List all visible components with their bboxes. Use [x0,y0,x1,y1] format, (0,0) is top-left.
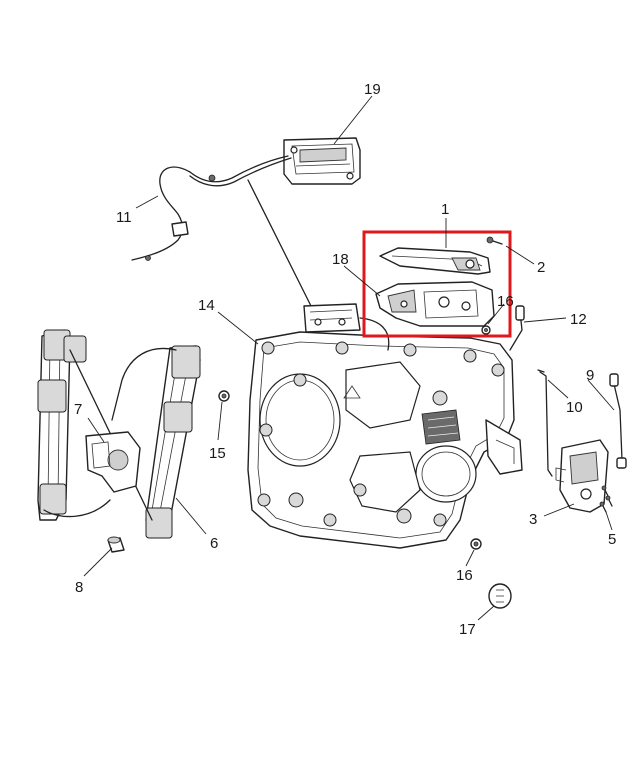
door-latch-part [555,439,609,513]
exterior-handle-bracket-part [375,281,495,327]
callout-7: 7 [74,401,82,418]
lock-rod-part [537,369,553,477]
push-pin-lower-part [470,538,482,550]
push-pin-part [218,390,230,402]
callout-16-lower: 16 [456,567,473,584]
lock-cable-part [609,373,627,469]
callout-18: 17 [459,621,476,638]
callout-5: 5 [608,531,616,548]
callout-12: 12 [570,311,587,328]
callout-15: 15 [209,445,226,462]
callout-10: 10 [566,399,583,416]
release-cable-part [131,155,292,261]
highlight-box [362,230,512,338]
callout-8: 8 [75,579,83,596]
handle-screw-part [486,236,503,245]
callout-1: 1 [441,201,449,218]
callout-17: 18 [332,251,349,268]
window-regulator-part [37,329,201,539]
handle-to-latch-rod [247,179,317,317]
callout-14: 14 [198,297,215,314]
door-module-carrier-panel-part [247,331,523,549]
callout-9: 9 [586,367,594,384]
leader-lines [83,95,615,621]
latch-screws-part [599,485,613,513]
callout-19: 19 [364,81,381,98]
interior-door-handle-part [283,137,361,185]
callout-16-upper: 16 [497,293,514,310]
callout-3: 3 [529,511,537,528]
callout-11: 11 [116,209,132,226]
callout-2: 2 [537,259,545,276]
exterior-handle-part [379,247,491,275]
bracket-nut-part [481,325,491,335]
latch-rod-part [509,305,525,351]
plug-part [488,583,512,609]
callout-6: 6 [210,535,218,552]
